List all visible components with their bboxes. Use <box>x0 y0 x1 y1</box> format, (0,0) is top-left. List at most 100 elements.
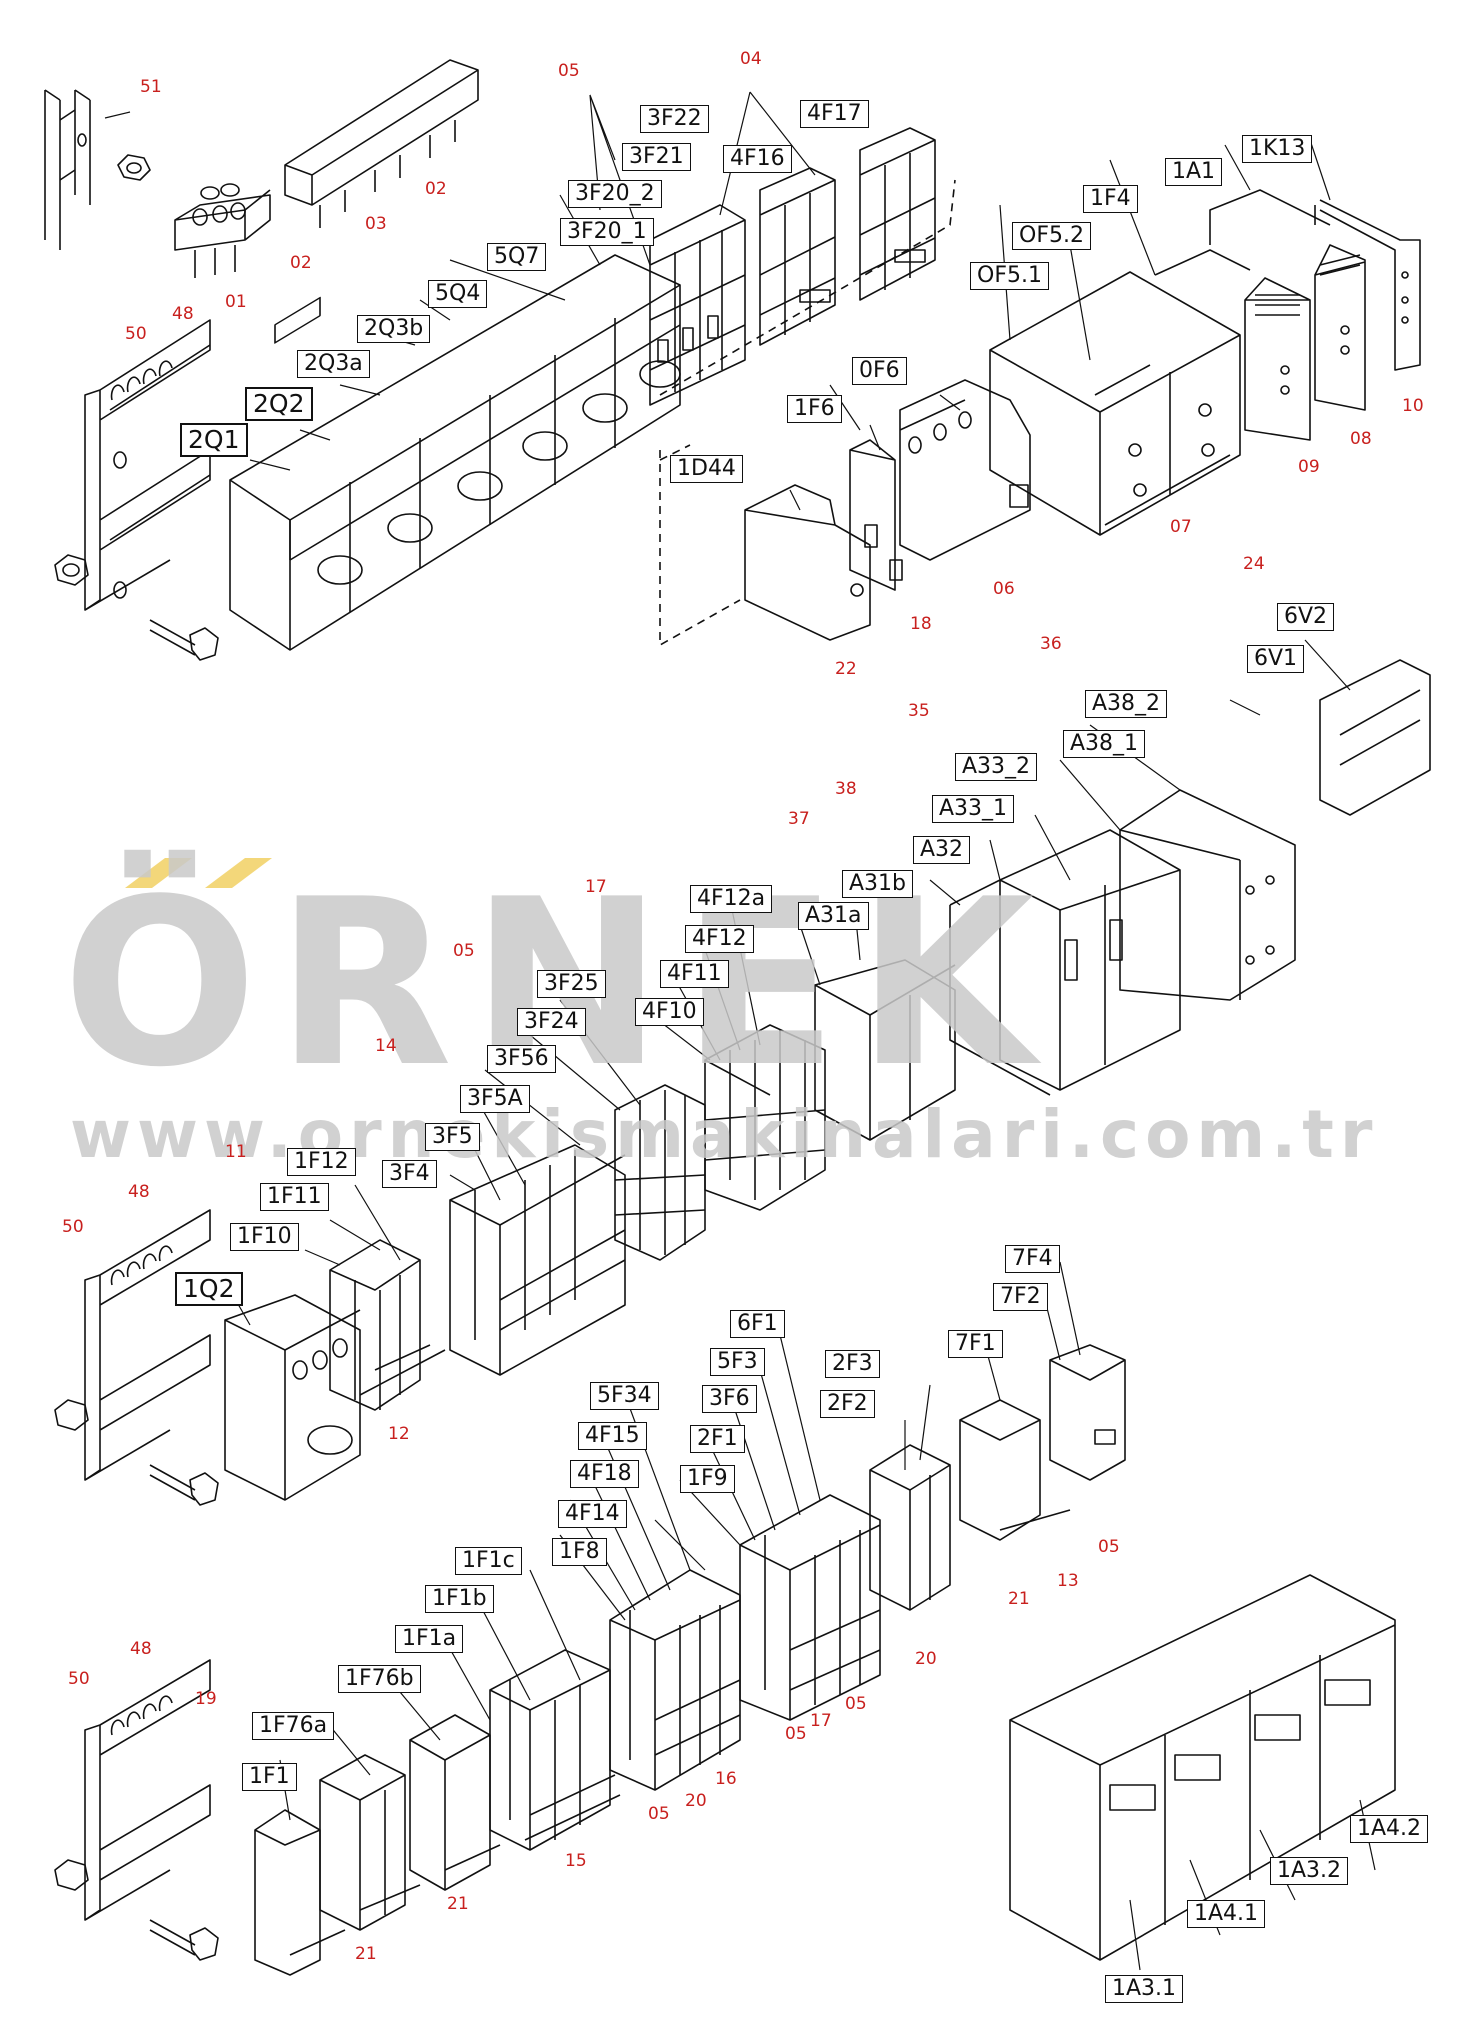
breaker-group-1f1a <box>489 1649 621 1851</box>
relay-09 <box>1244 277 1311 441</box>
label-of5-1: OF5.1 <box>970 262 1049 290</box>
module-a32 <box>949 879 1051 1096</box>
terminal-block-01 <box>174 183 271 278</box>
item-number: 05 <box>453 941 475 961</box>
label-a33-2: A33_2 <box>955 753 1038 781</box>
module-a38 <box>1119 789 1296 1001</box>
label-1f10: 1F10 <box>230 1223 299 1251</box>
item-number: 21 <box>1008 1589 1030 1609</box>
screw-bolt <box>149 619 219 661</box>
item-number: 36 <box>1040 634 1062 654</box>
label-5q7: 5Q7 <box>487 243 547 271</box>
item-number: 38 <box>835 779 857 799</box>
dashed-outline-top <box>659 179 956 646</box>
item-number: 06 <box>993 579 1015 599</box>
breaker-group-1f10 <box>329 1239 446 1411</box>
item-number: 50 <box>68 1669 90 1689</box>
label-1q2: 1Q2 <box>175 1272 243 1306</box>
label-4f16: 4F16 <box>723 145 792 173</box>
motor-protector-1q2 <box>224 1294 361 1501</box>
label-a31b: A31b <box>842 870 914 898</box>
item-number: 10 <box>1402 396 1424 416</box>
item-number: 48 <box>130 1639 152 1659</box>
label-1f8: 1F8 <box>552 1538 607 1566</box>
item-number: 35 <box>908 701 930 721</box>
label-4f18: 4F18 <box>570 1460 639 1488</box>
relay-bank-1a <box>1009 1574 1396 1961</box>
busbar-comb-03 <box>284 59 479 228</box>
label-1f76b: 1F76b <box>338 1665 421 1693</box>
item-number: 18 <box>910 614 932 634</box>
label-1f9: 1F9 <box>680 1465 735 1493</box>
label-4f11: 4F11 <box>660 960 729 988</box>
breaker-0f6 <box>899 379 1031 561</box>
item-number: 12 <box>388 1424 410 1444</box>
label-6f1: 6F1 <box>730 1310 785 1338</box>
label-1f76a: 1F76a <box>252 1712 335 1740</box>
label-0f6: 0F6 <box>852 357 907 385</box>
label-7f4: 7F4 <box>1005 1245 1060 1273</box>
label-4f15: 4F15 <box>578 1422 647 1450</box>
item-number: 03 <box>365 214 387 234</box>
item-number: 15 <box>565 1851 587 1871</box>
module-a31 <box>814 959 956 1141</box>
label-3f25: 3F25 <box>537 970 606 998</box>
din-rail-48-50-mid <box>84 1209 211 1481</box>
breaker-1f6 <box>849 439 903 591</box>
item-number: 01 <box>225 292 247 312</box>
label-1k13: 1K13 <box>1242 135 1313 163</box>
label-1d44: 1D44 <box>670 455 743 483</box>
motor-protector-row <box>229 254 681 651</box>
item-number: 50 <box>62 1217 84 1237</box>
item-number: 21 <box>355 1944 377 1964</box>
relay-10 <box>1314 199 1421 371</box>
label-7f1: 7F1 <box>948 1330 1003 1358</box>
breaker-7f1 <box>959 1399 1071 1541</box>
label-6v2: 6V2 <box>1277 603 1335 631</box>
relay-08 <box>1314 244 1366 411</box>
item-number: 08 <box>1350 429 1372 449</box>
item-number: 22 <box>835 659 857 679</box>
item-number: 48 <box>172 304 194 324</box>
item-number: 05 <box>785 1724 807 1744</box>
label-a32: A32 <box>913 836 971 864</box>
label-3f5a: 3F5A <box>460 1085 530 1113</box>
label-3f21: 3F21 <box>622 143 691 171</box>
label-2f3: 2F3 <box>825 1350 880 1378</box>
label-4f12: 4F12 <box>685 925 754 953</box>
label-1f1: 1F1 <box>242 1763 297 1791</box>
din-rail-section-51 <box>44 89 91 250</box>
breaker-1f76b <box>409 1714 501 1891</box>
label-7f2: 7F2 <box>993 1283 1048 1311</box>
label-3f20-1: 3F20_1 <box>560 218 654 246</box>
label-5q4: 5Q4 <box>428 280 488 308</box>
module-a33 <box>999 829 1181 1091</box>
screw-bolt <box>149 1919 219 1961</box>
din-rail-48-50-top <box>84 319 211 611</box>
breaker-group-3f20 <box>649 204 746 406</box>
item-number: 48 <box>128 1182 150 1202</box>
item-number: 51 <box>140 77 162 97</box>
hex-nut <box>54 1859 89 1891</box>
label-2q3b: 2Q3b <box>357 315 431 343</box>
label-a33-1: A33_1 <box>932 795 1015 823</box>
item-number: 16 <box>715 1769 737 1789</box>
item-number: 05 <box>648 1804 670 1824</box>
item-number: 13 <box>1057 1571 1079 1591</box>
item-number: 07 <box>1170 517 1192 537</box>
hex-nut <box>117 154 151 181</box>
label-2q1: 2Q1 <box>180 423 248 457</box>
item-number: 19 <box>195 1689 217 1709</box>
label-4f17: 4F17 <box>800 100 869 128</box>
item-number: 02 <box>290 253 312 273</box>
label-2f2: 2F2 <box>820 1390 875 1418</box>
item-number: 04 <box>740 49 762 69</box>
din-rail-48-50-bottom <box>84 1659 211 1921</box>
item-number: 05 <box>1098 1537 1120 1557</box>
breaker-7f4 <box>1049 1344 1126 1481</box>
label-1f11: 1F11 <box>260 1183 329 1211</box>
item-number: 20 <box>915 1649 937 1669</box>
item-number: 20 <box>685 1791 707 1811</box>
